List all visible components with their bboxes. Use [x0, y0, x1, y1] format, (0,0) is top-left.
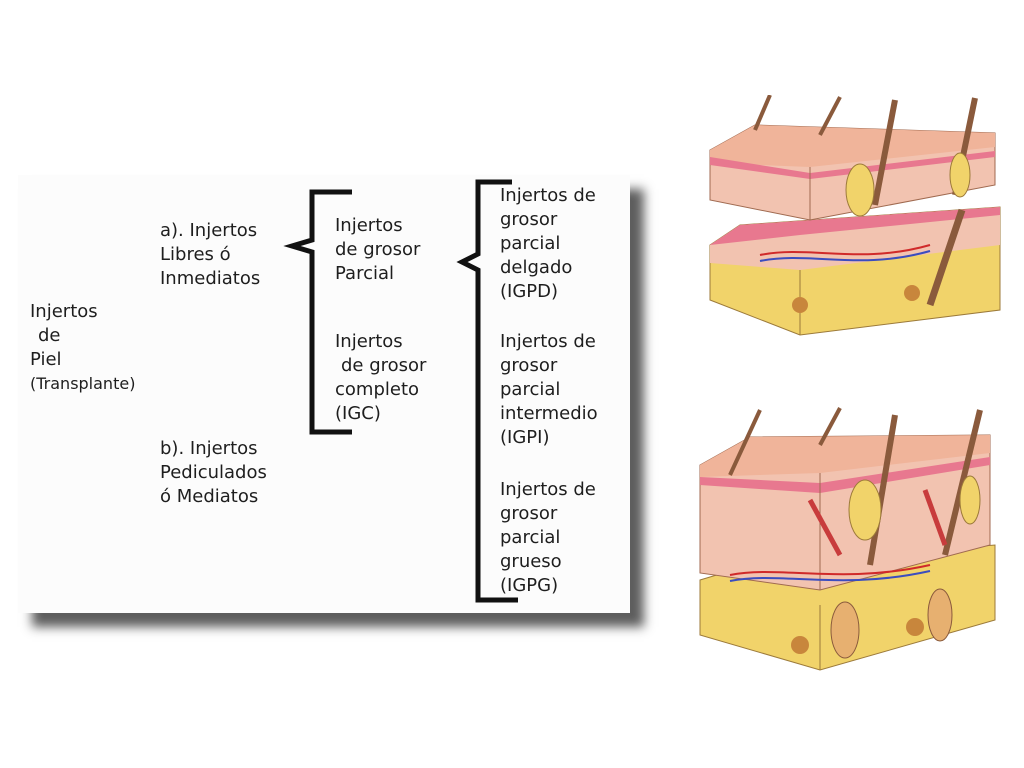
- complete-line-1: Injertos: [335, 331, 403, 352]
- branch-a-line-3: Inmediatos: [160, 268, 261, 289]
- thick-line-2: grosor: [500, 503, 558, 524]
- thin-line-4: delgado: [500, 257, 573, 278]
- branch-a-line-1: a). Injertos: [160, 220, 258, 241]
- complete-line-3: completo: [335, 379, 420, 400]
- branch-b-line-3: ó Mediatos: [160, 486, 259, 507]
- intermediate-label: Injertos de grosor parcial intermedio (I…: [500, 330, 598, 450]
- thin-line-2: grosor: [500, 209, 558, 230]
- branch-b-line-2: Pediculados: [160, 462, 267, 483]
- skin-graft-partial-illustration: [709, 95, 1001, 336]
- skin-graft-complete-illustration: [699, 407, 996, 671]
- thin-line-3: parcial: [500, 233, 561, 254]
- partial-label: Injertos de grosor Parcial: [335, 214, 420, 286]
- root-label: Injertos de Piel (Transplante): [30, 300, 135, 396]
- complete-label: Injertos de grosor completo (IGC): [335, 330, 426, 426]
- intermediate-line-2: grosor: [500, 355, 558, 376]
- intermediate-line-4: intermedio: [500, 403, 598, 424]
- intermediate-line-1: Injertos de: [500, 331, 596, 352]
- branch-a-line-2: Libres ó: [160, 244, 231, 265]
- partial-line-2: de grosor: [335, 239, 421, 260]
- thin-label: Injertos de grosor parcial delgado (IGPD…: [500, 184, 596, 304]
- thick-line-1: Injertos de: [500, 479, 596, 500]
- thin-line-5: (IGPD): [500, 281, 559, 302]
- partial-line-3: Parcial: [335, 263, 395, 284]
- thick-label: Injertos de grosor parcial grueso (IGPG): [500, 478, 596, 598]
- branch-a-label: a). Injertos Libres ó Inmediatos: [160, 219, 260, 291]
- branch-b-line-1: b). Injertos: [160, 438, 258, 459]
- root-line-3: Piel: [30, 349, 62, 370]
- root-line-1: Injertos: [30, 301, 98, 322]
- thick-line-3: parcial: [500, 527, 561, 548]
- branch-b-label: b). Injertos Pediculados ó Mediatos: [160, 437, 267, 509]
- complete-line-2: de grosor: [341, 355, 427, 376]
- partial-line-1: Injertos: [335, 215, 403, 236]
- complete-line-4: (IGC): [335, 403, 381, 424]
- root-line-2: de: [38, 325, 61, 346]
- intermediate-line-3: parcial: [500, 379, 561, 400]
- intermediate-line-5: (IGPI): [500, 427, 550, 448]
- root-line-4: (Transplante): [30, 374, 136, 393]
- thick-line-4: grueso: [500, 551, 562, 572]
- thin-line-1: Injertos de: [500, 185, 596, 206]
- thick-line-5: (IGPG): [500, 575, 559, 596]
